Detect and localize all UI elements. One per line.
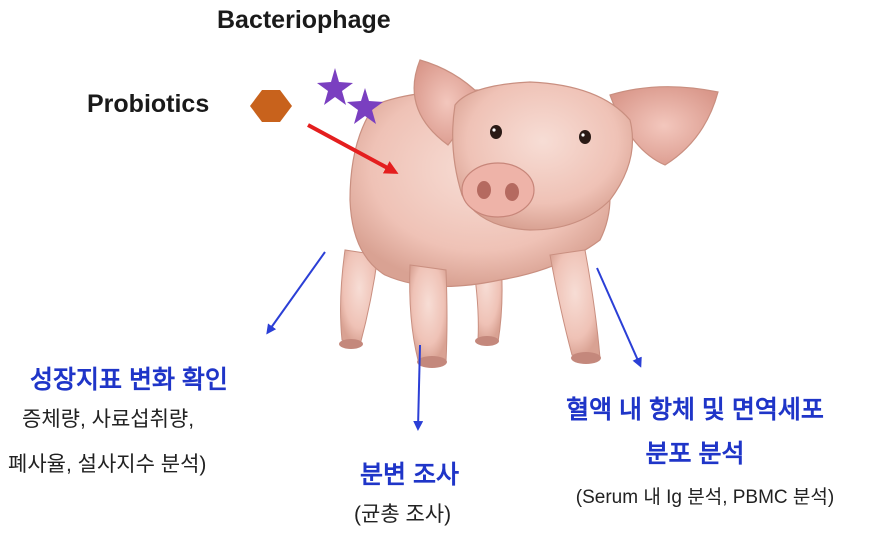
immune-title-line1: 혈액 내 항체 및 면역세포 (540, 390, 850, 426)
immune-arrow (597, 268, 640, 365)
growth-arrow (268, 252, 325, 332)
immune-title-line2: 분포 분석 (540, 434, 850, 470)
bacteriophage-label: Bacteriophage (217, 6, 391, 35)
feces-title: 분변 조사 (360, 455, 459, 491)
hexagon-icon (250, 90, 292, 122)
feces-detail: (균총 조사) (354, 498, 451, 528)
growth-detail-line1: 증체량, 사료섭취량, (22, 403, 194, 433)
probiotics-label: Probiotics (87, 90, 209, 119)
star-icon (317, 68, 353, 105)
immune-detail: (Serum 내 Ig 분석, PBMC 분석) (545, 482, 865, 509)
pig-illustration (339, 60, 718, 368)
growth-title: 성장지표 변화 확인 (30, 360, 228, 396)
growth-detail-line2: 폐사율, 설사지수 분석) (8, 448, 206, 478)
